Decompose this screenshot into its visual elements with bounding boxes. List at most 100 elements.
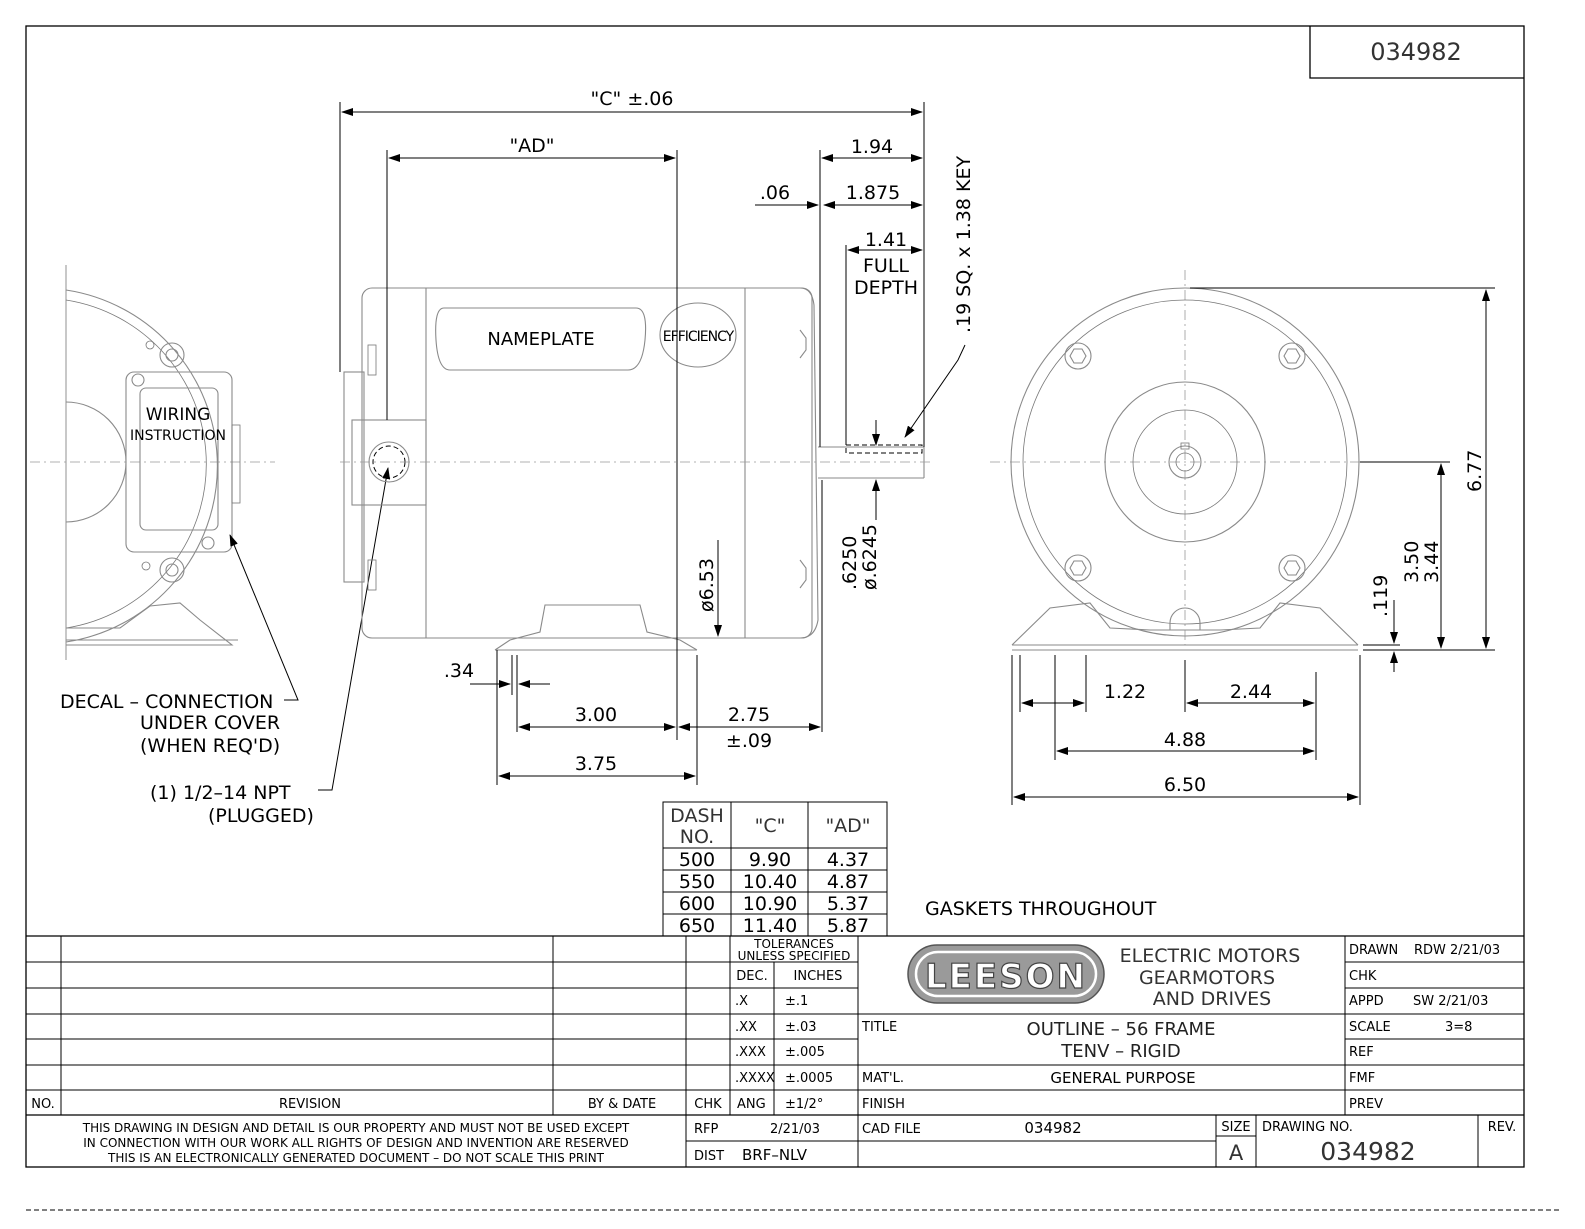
dash-cell: 550 [679,871,715,893]
decal-label-2: UNDER COVER [140,712,280,734]
title-block: NO. REVISION BY & DATE CHK TOLERANCES UN… [26,935,1524,1167]
dim-1-94: 1.94 [851,136,893,158]
tol-row-label: .X [735,994,748,1009]
motor-side-view: NAMEPLATE EFFICIENCY [340,287,930,651]
cad-file-value: 034982 [1024,1119,1081,1137]
company-line-3: AND DRIVES [1153,988,1271,1010]
tol-row-value: ±.0005 [785,1071,833,1086]
dash-header-1: DASH [670,805,724,827]
motor-end-view [990,270,1380,651]
notice-line-1: THIS DRAWING IN DESIGN AND DETAIL IS OUR… [82,1121,630,1135]
notice-line-2: IN CONNECTION WITH OUR WORK ALL RIGHTS O… [83,1136,628,1150]
dim-shaft-1: .6250 [839,536,861,590]
full-depth-2: DEPTH [854,277,918,299]
dash-table: DASH NO. "C" "AD" 500 9.90 4.37 550 10.4… [662,801,888,937]
efficiency-label: EFFICIENCY [663,329,735,345]
finish-label: FINISH [862,1097,905,1112]
decal-label-1: DECAL – CONNECTION [60,691,273,713]
dim-4-88: 4.88 [1164,729,1206,751]
dim-6-77: 6.77 [1464,450,1486,492]
tol-row-label: .XX [735,1020,757,1035]
title-line-1: OUTLINE – 56 FRAME [1027,1019,1216,1040]
drawing-no-label: DRAWING NO. [1262,1120,1353,1135]
tol-row-value: ±1/2° [785,1097,823,1112]
dim-dia-6-53: ø6.53 [696,558,718,612]
tol-row-value: ±.1 [785,994,808,1009]
dash-header-c: "C" [755,815,786,837]
title-line-2: TENV – RIGID [1060,1041,1181,1062]
matl-label: MAT'L. [862,1071,904,1086]
dim-key: .19 SQ. x 1.38 KEY [953,156,975,333]
matl-value: GENERAL PURPOSE [1050,1069,1195,1087]
npt-label-2: (PLUGGED) [208,805,314,827]
tol-row-label: .XXX [735,1045,766,1060]
dim-2-75: 2.75 [728,704,770,726]
tol-head-inches: INCHES [794,969,843,984]
scale-label: SCALE [1349,1020,1391,1035]
dash-cell: 500 [679,849,715,871]
decal-label-3: (WHEN REQ'D) [140,735,280,757]
dash-cell: 4.87 [827,871,869,893]
fmf-label: FMF [1349,1071,1375,1086]
tol-row-label: .XXXX [735,1071,775,1086]
company-line-1: ELECTRIC MOTORS [1120,945,1301,967]
dash-cell: 5.37 [827,893,869,915]
dim-3-75: 3.75 [575,753,617,775]
full-depth-1: FULL [863,255,909,277]
dim-3-00: 3.00 [575,704,617,726]
dim-1-875: 1.875 [846,182,900,204]
dim-pm-09: ±.09 [726,730,772,752]
gaskets-note: GASKETS THROUGHOUT [925,898,1157,920]
rev-header-no: NO. [31,1097,55,1112]
appd-label: APPD [1349,994,1384,1009]
rfp-label: RFP [694,1122,719,1137]
dim-1-22: 1.22 [1104,681,1146,703]
dash-header-ad: "AD" [825,815,870,837]
rfp-value: 2/21/03 [770,1122,820,1137]
dash-cell: 650 [679,915,715,937]
ref-label: REF [1349,1045,1374,1060]
tol-row-value: ±.03 [785,1020,817,1035]
top-drawing-number-box: 034982 [1309,26,1524,79]
size-label: SIZE [1221,1120,1250,1135]
dim-06: .06 [760,182,790,204]
dash-cell: 10.40 [743,871,797,893]
top-drawing-number: 034982 [1370,38,1462,66]
decal-leader [229,534,299,701]
tol-row-label: ANG [737,1097,766,1112]
rev-header-chk: CHK [694,1097,722,1112]
dim-3-50: 3.50 [1401,541,1423,583]
npt-leader [318,467,391,791]
dash-cell: 5.87 [827,915,869,937]
drawn-label: DRAWN [1349,943,1398,958]
npt-label-1: (1) 1/2–14 NPT [150,782,291,804]
title-label: TITLE [861,1020,897,1035]
company-line-2: GEARMOTORS [1139,967,1275,989]
dash-header-2: NO. [680,826,714,848]
dim-shaft-2: ø.6245 [859,524,881,590]
dash-cell: 9.90 [749,849,791,871]
leeson-logo-text: LEESON [925,957,1087,997]
prev-label: PREV [1349,1097,1383,1112]
dist-value: BRF–NLV [742,1146,808,1164]
cad-file-label: CAD FILE [862,1122,921,1137]
chk-label: CHK [1349,969,1377,984]
drawing-no-value: 034982 [1320,1137,1415,1166]
notice-line-3: THIS IS AN ELECTRONICALLY GENERATED DOCU… [107,1151,605,1165]
dim-ad: "AD" [509,135,554,157]
dim-1-41: 1.41 [865,229,907,251]
tolerances-title-2: UNLESS SPECIFIED [738,949,851,963]
tol-head-dec: DEC. [736,969,767,984]
tol-row-value: ±.005 [785,1045,825,1060]
dash-cell: 11.40 [743,915,797,937]
nameplate-label: NAMEPLATE [487,329,594,350]
wiring-label-1: WIRING [146,405,211,425]
scale-value: 3=8 [1445,1020,1472,1035]
side-view-dimensions: "C" ±.06 "AD" 1.94 .06 1.875 1.41 FULL D… [339,88,975,785]
appd-value: SW 2/21/03 [1413,994,1488,1009]
wiring-label-2: INSTRUCTION [130,428,226,444]
rev-label: REV. [1488,1120,1517,1135]
dim-2-44: 2.44 [1230,681,1272,703]
dash-cell: 4.37 [827,849,869,871]
size-value: A [1229,1141,1244,1165]
